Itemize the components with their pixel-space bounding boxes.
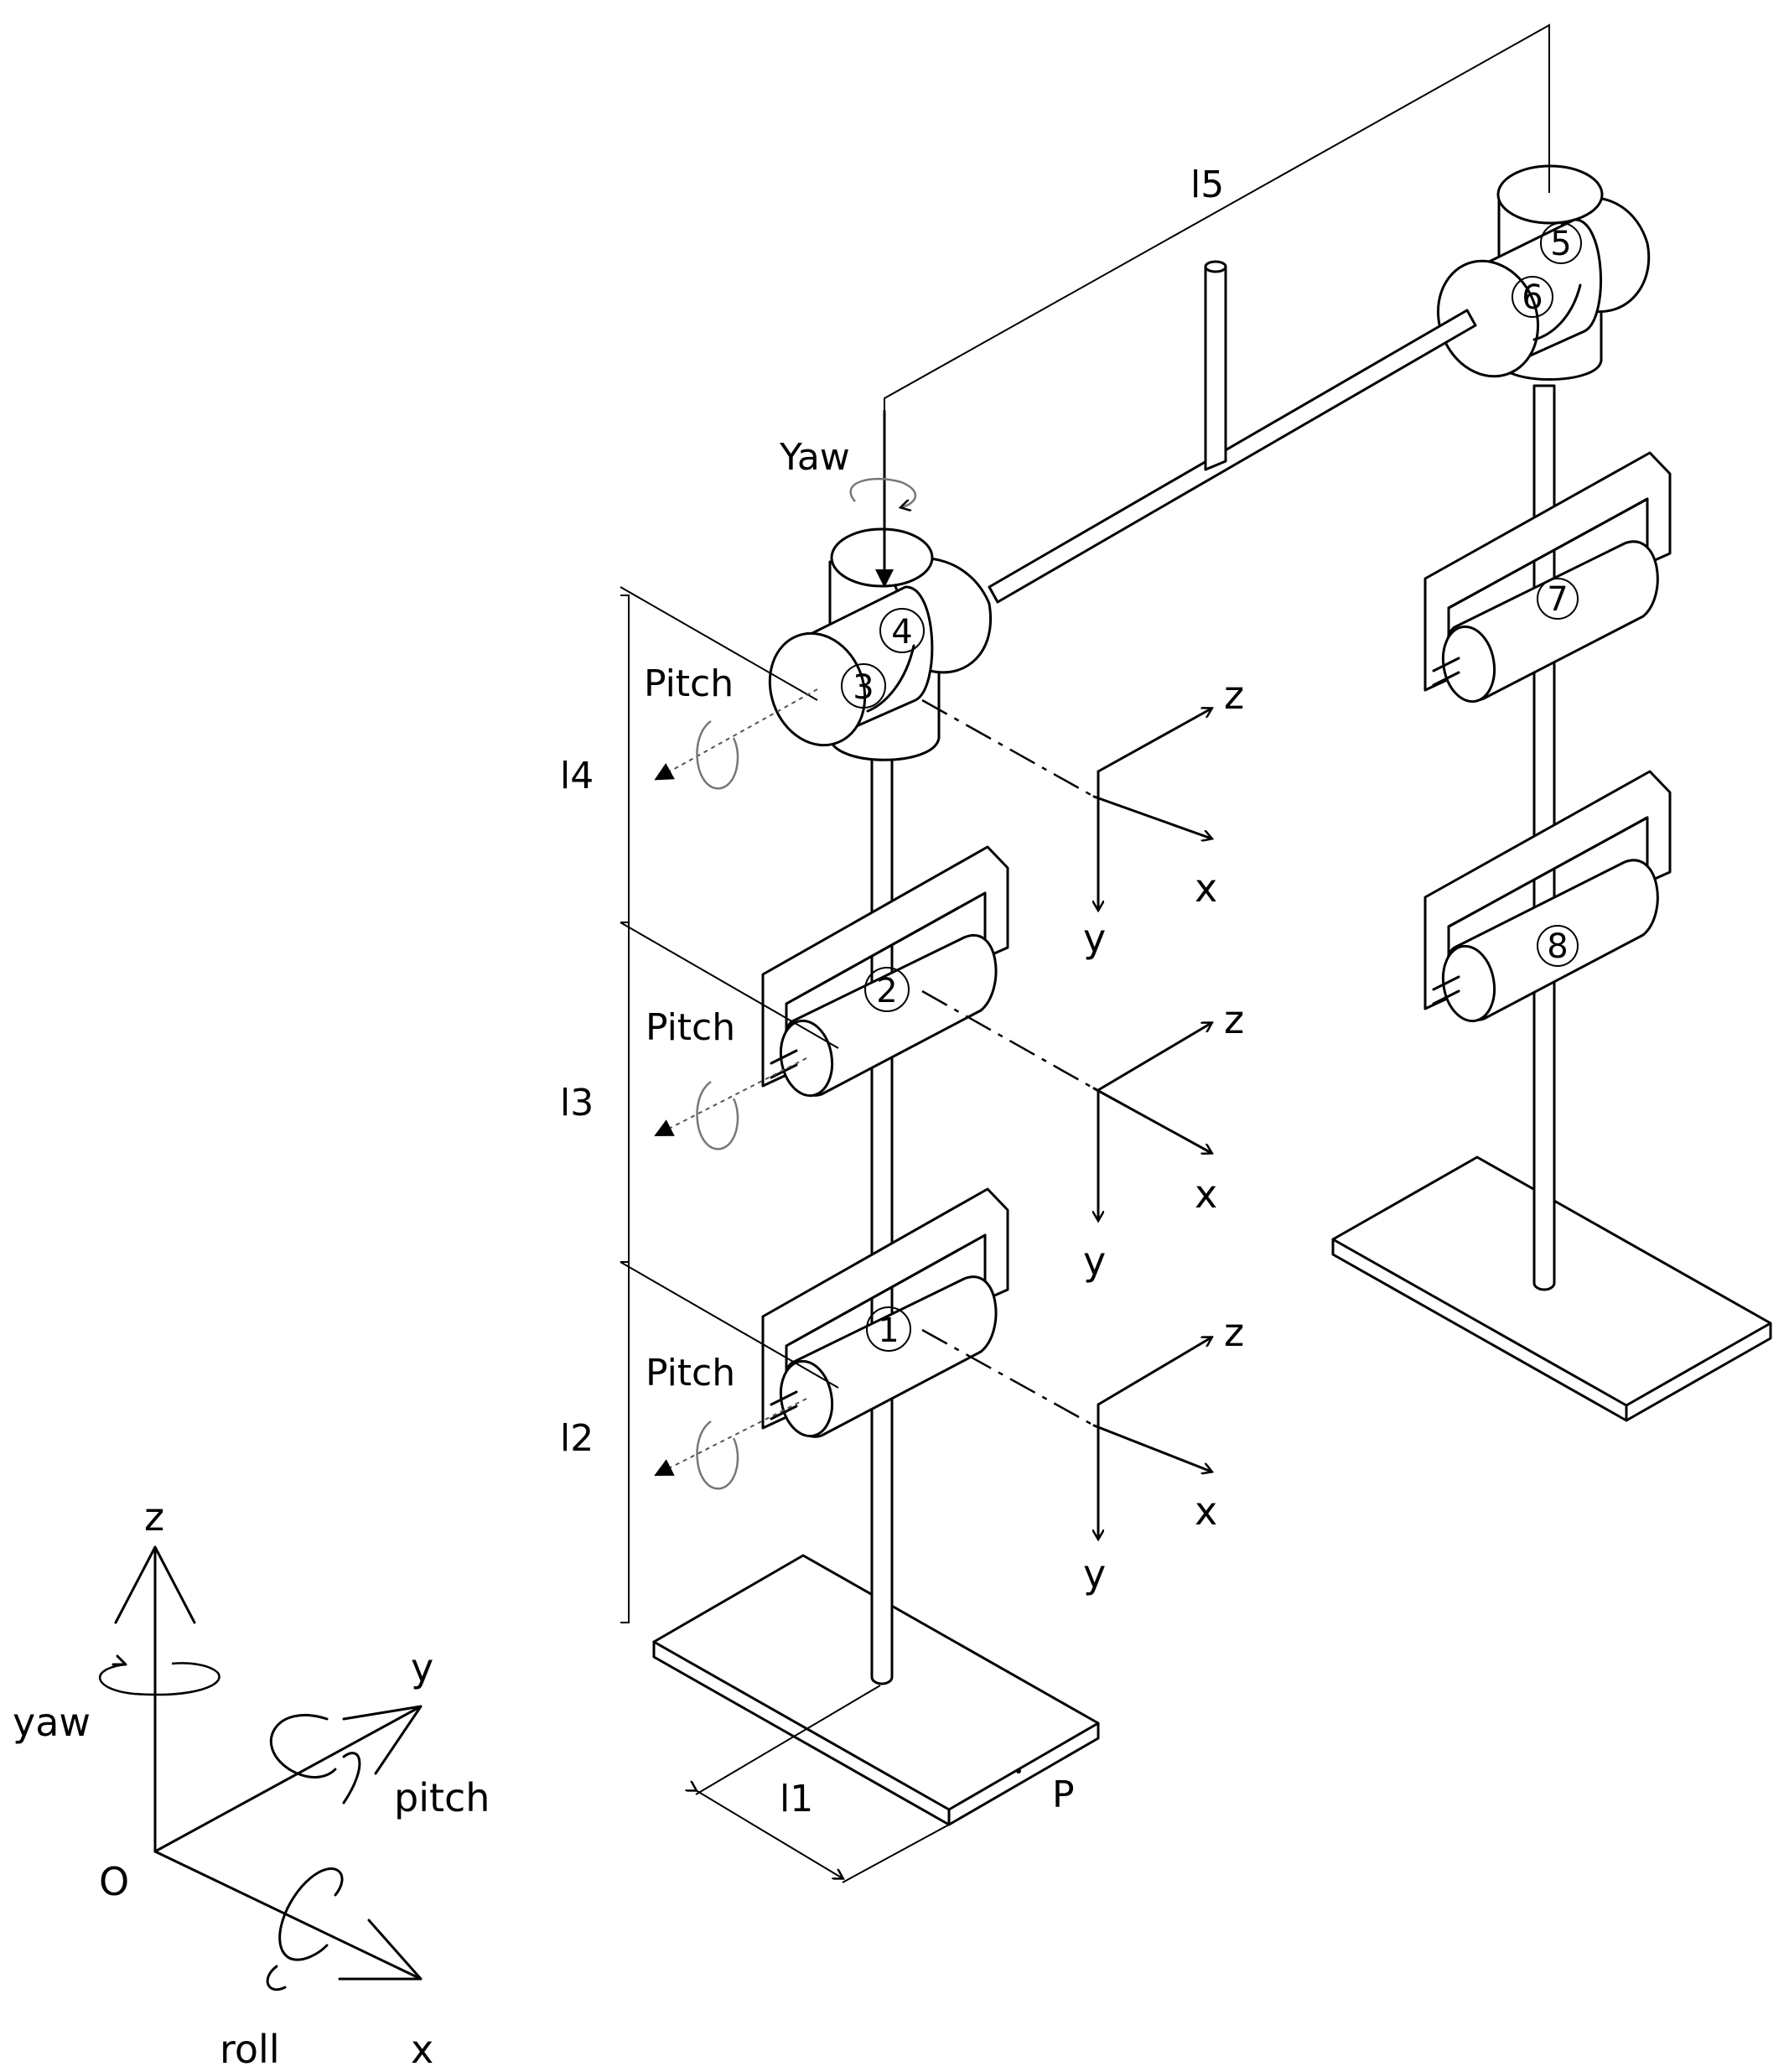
- dimension-column-left: l4 l3 l2: [560, 586, 839, 1623]
- left-leg-rod: [870, 736, 894, 1685]
- joint-8-actuator: 8: [1423, 770, 1672, 1023]
- right-hip-joint-block: 5 6: [1436, 164, 1651, 381]
- dimension-l5: l5: [884, 23, 1550, 411]
- frame-1-z-label: z: [1224, 1310, 1244, 1355]
- frame-1-x-label: x: [1195, 1488, 1217, 1534]
- reference-frame: z y x O yaw pitch roll: [13, 1494, 490, 2072]
- joint-7-label: 7: [1547, 580, 1568, 619]
- ref-roll-label: roll: [220, 2027, 280, 2072]
- ref-yaw-label: yaw: [13, 1700, 91, 1745]
- joint-6-label: 6: [1522, 278, 1543, 317]
- dimension-l5-label: l5: [1190, 164, 1224, 206]
- dimension-l4-label: l4: [560, 755, 594, 797]
- joint-6-number-circle: [1512, 276, 1553, 318]
- joint-4-number-circle: [879, 608, 925, 653]
- yaw-indicator: Yaw: [779, 409, 917, 588]
- joint-5-number-circle: [1540, 222, 1582, 264]
- yaw-label: Yaw: [779, 436, 850, 479]
- dimension-l1: l1: [696, 1685, 950, 1883]
- ref-pitch-label: pitch: [394, 1775, 490, 1820]
- pitch-indicator-3: Pitch: [644, 662, 818, 790]
- point-p-label: P: [1052, 1773, 1075, 1816]
- hip-bar: [988, 260, 1477, 604]
- ref-y-label: y: [411, 1645, 433, 1690]
- frame-2-z-label: z: [1224, 997, 1244, 1042]
- frame-3-z-label: z: [1224, 672, 1244, 718]
- joint-4-label: 4: [891, 613, 912, 652]
- joint-8-number-circle: [1537, 925, 1579, 967]
- frame-1-y-label: y: [1083, 1551, 1106, 1597]
- frame-2-x-label: x: [1195, 1171, 1217, 1217]
- ref-origin-label: O: [99, 1859, 129, 1904]
- joint-2-actuator: 2: [761, 845, 1009, 1098]
- left-leg: P 1 2: [652, 409, 1100, 1826]
- ref-x-label: x: [411, 2027, 433, 2072]
- frame-2-y-label: y: [1083, 1239, 1106, 1284]
- joint-3-label: 3: [853, 668, 874, 707]
- pitch-label-3: Pitch: [644, 662, 734, 705]
- dimension-l1-label: l1: [780, 1778, 813, 1820]
- local-frame-3: z x y: [921, 672, 1244, 961]
- joint-7-actuator: 7: [1423, 451, 1672, 704]
- joint-2-number-circle: [864, 967, 910, 1012]
- pitch-indicator-2: Pitch: [646, 1006, 807, 1150]
- joint-1-label: 1: [878, 1311, 899, 1350]
- frame-3-y-label: y: [1083, 916, 1106, 961]
- joint-5-label: 5: [1550, 225, 1571, 263]
- dimension-l3-label: l3: [560, 1082, 594, 1124]
- ref-z-label: z: [144, 1494, 164, 1540]
- right-leg: 8 7 5 6: [1331, 164, 1772, 1422]
- joint-1-number-circle: [866, 1306, 911, 1352]
- frame-3-x-label: x: [1195, 865, 1217, 911]
- dimension-l2-label: l2: [560, 1417, 594, 1460]
- left-hip-joint-block: 4 3: [768, 527, 992, 761]
- joint-1-actuator: 1: [761, 1187, 1009, 1438]
- pitch-indicator-1: Pitch: [646, 1352, 807, 1490]
- pitch-label-2: Pitch: [646, 1006, 735, 1049]
- joint-7-number-circle: [1537, 578, 1579, 620]
- joint-2-label: 2: [876, 972, 897, 1010]
- local-frame-2: z x y: [921, 989, 1244, 1284]
- joint-8-label: 8: [1547, 927, 1568, 966]
- local-frame-1: z x y: [921, 1310, 1244, 1597]
- joint-3-number-circle: [841, 663, 886, 709]
- pitch-label-1: Pitch: [646, 1352, 735, 1394]
